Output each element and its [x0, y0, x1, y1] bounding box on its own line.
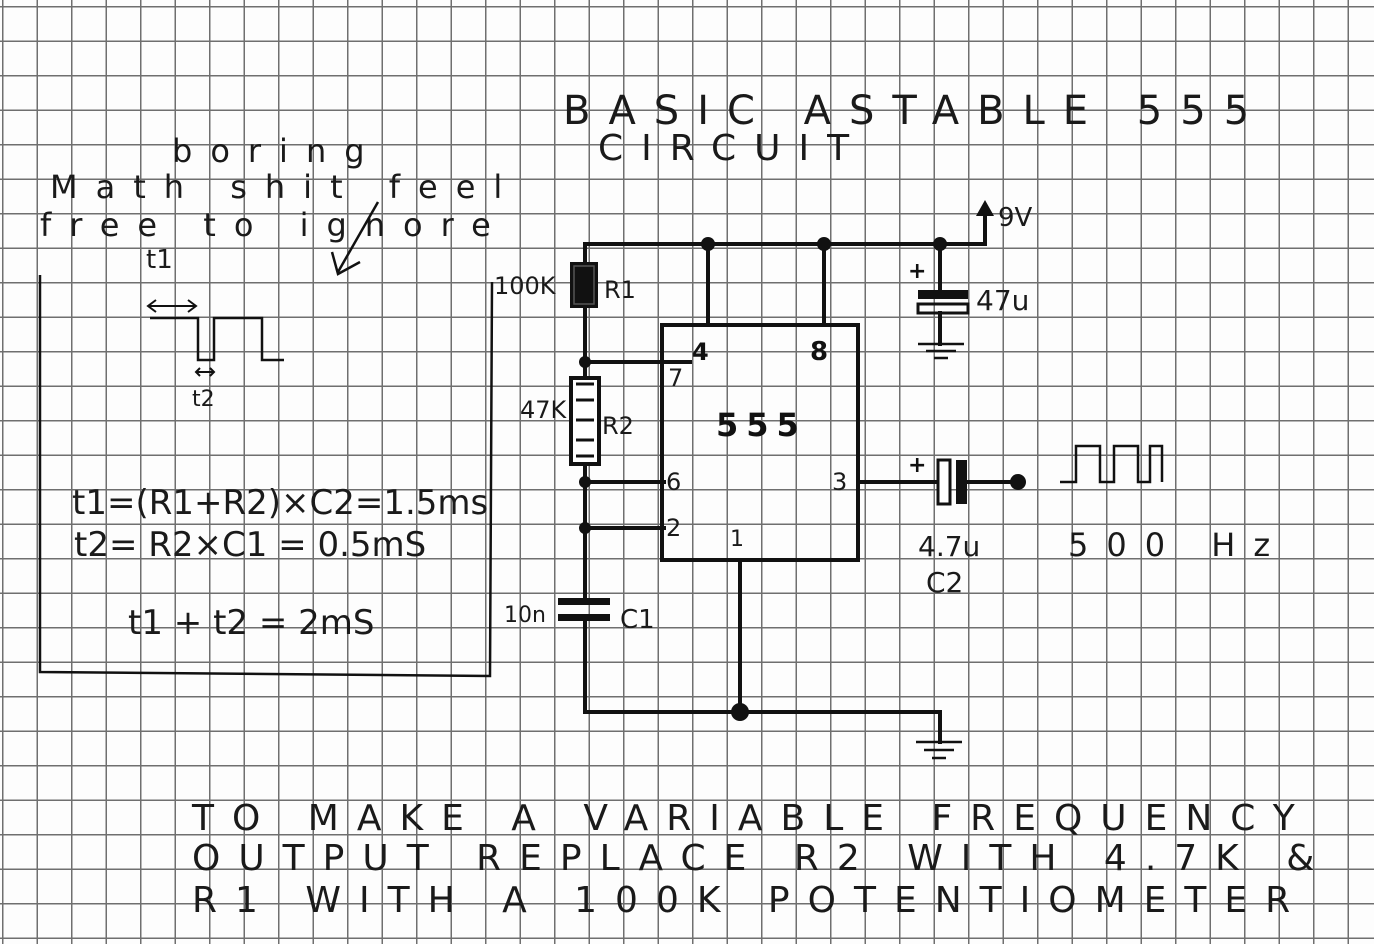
- note-line-2: Math shit feel: [50, 168, 520, 206]
- equation-t1: t1=(R1+R2)×C2=1.5ms: [72, 483, 488, 523]
- capacitor-c2: [936, 458, 967, 506]
- note-arrow-icon: [330, 201, 380, 276]
- c2-value-label: 4.7u: [918, 530, 980, 563]
- cap-47u-label: 47u: [976, 284, 1029, 317]
- r1-value-label: 100K: [494, 272, 557, 300]
- t2-label: t2: [192, 387, 215, 412]
- math-box: [38, 275, 494, 678]
- title-line-1: BASIC ASTABLE 555: [563, 88, 1267, 134]
- footer-line-1: TO MAKE A VARIABLE FREQUENCY: [191, 798, 1313, 839]
- resistor-r1: [570, 262, 598, 308]
- t2-arrow-icon: [194, 367, 216, 377]
- equation-t2: t2= R2×C1 = 0.5mS: [74, 525, 426, 565]
- ic-555-body: [660, 323, 860, 562]
- pin-3-label: 3: [832, 468, 847, 496]
- title-line-2: CIRCUIT: [598, 128, 867, 169]
- capacitor-47u: [916, 242, 970, 360]
- footer-line-2: OUTPUT REPLACE R2 WITH 4.7K &: [192, 838, 1332, 879]
- waveform-sketch: [150, 316, 284, 362]
- square-wave-icon: [1060, 444, 1164, 484]
- t1-arrow-icon: [146, 299, 198, 313]
- c2-plus-sign: +: [908, 453, 926, 478]
- c1-value-label: 10n: [504, 603, 546, 628]
- pin-1-label: 1: [730, 527, 744, 552]
- r1-name-label: R1: [604, 276, 636, 304]
- supply-voltage-label: 9V: [998, 203, 1033, 233]
- c1-name-label: C1: [620, 605, 655, 635]
- pin-6-label: 6: [666, 468, 681, 496]
- footer-line-3: R1 WITH A 100K POTENTIOMETER: [192, 880, 1308, 921]
- c2-name-label: C2: [926, 566, 963, 599]
- r2-value-label: 47K: [520, 396, 568, 424]
- supply-arrow-icon: [976, 200, 994, 246]
- note-line-3: free to ignore: [40, 206, 509, 244]
- junction-dot: [731, 703, 749, 721]
- capacitor-c1: [558, 598, 610, 621]
- cap-plus-sign: +: [908, 259, 926, 284]
- ic-label: 555: [716, 406, 807, 444]
- t1-label: t1: [146, 245, 173, 275]
- output-frequency-label: 500 Hz: [1068, 526, 1288, 564]
- ground-icon: [916, 710, 962, 760]
- ground-rail: [583, 619, 942, 714]
- pin-7-label: 7: [668, 364, 683, 392]
- r2-name-label: R2: [602, 412, 634, 440]
- pin-2-label: 2: [666, 514, 681, 542]
- pin-8-label: 8: [810, 337, 828, 367]
- note-line-1: boring: [172, 132, 383, 170]
- pin-4-label: 4: [692, 338, 709, 366]
- output-terminal: [1010, 474, 1026, 490]
- resistor-r2: [569, 376, 601, 466]
- equation-total: t1 + t2 = 2mS: [128, 603, 374, 643]
